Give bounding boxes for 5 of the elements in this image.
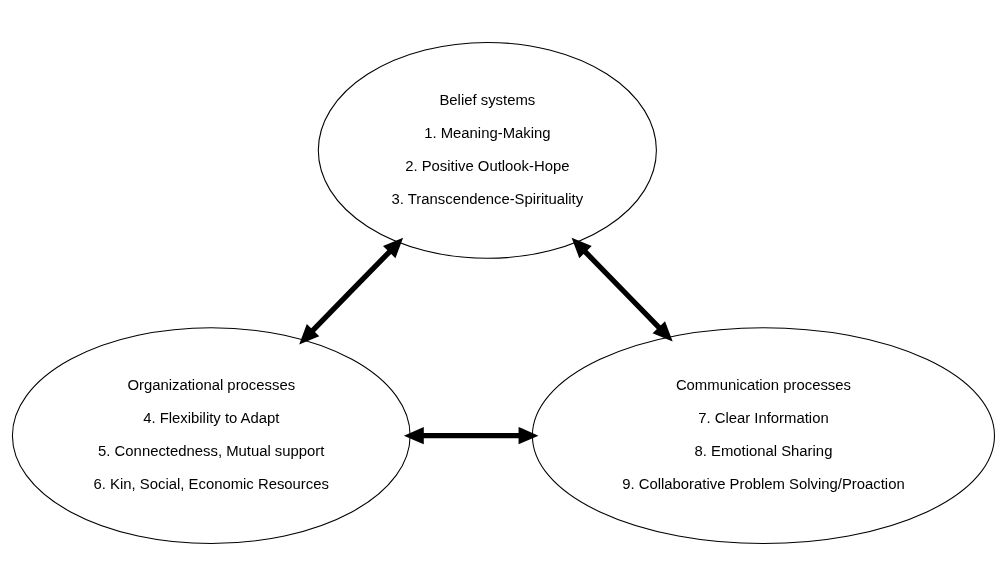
arrow bbox=[571, 237, 673, 342]
arrow bbox=[403, 426, 539, 445]
node-ellipse: Communication processes 7. Clear Information 8. Emotional Sharing 9. Collaborative Problem Solving/Proaction bbox=[531, 327, 995, 545]
node-ellipse: Organizational processes 4. Flexibility to Adapt 5. Connectedness, Mutual support 6. Kin, Social, Economic Resources bbox=[11, 327, 411, 545]
arrow bbox=[299, 237, 404, 345]
